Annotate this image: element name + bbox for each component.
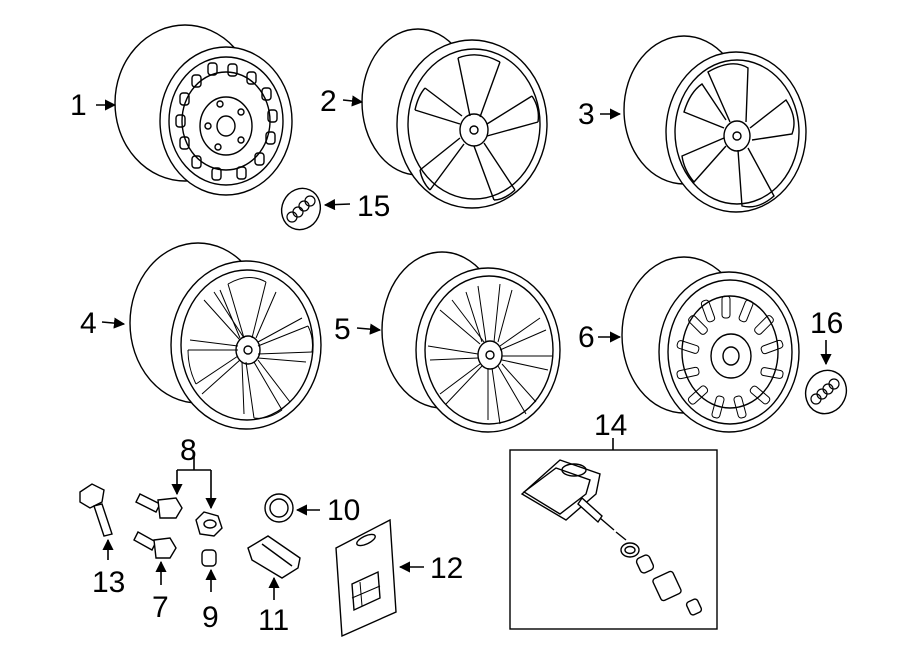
alloy-wheel-twin-spoke[interactable] xyxy=(129,242,322,430)
locking-wheel-bolt[interactable] xyxy=(195,511,223,537)
callout-13: 13 xyxy=(92,566,125,599)
wheel-bolt-short[interactable] xyxy=(133,531,177,559)
callout-15: 15 xyxy=(357,190,390,223)
valve-cap[interactable] xyxy=(201,549,217,567)
callout-1: 1 xyxy=(70,89,87,122)
alloy-wheel-multi-spoke[interactable] xyxy=(381,251,561,433)
callout-9: 9 xyxy=(202,601,219,634)
alloy-wheel-5-spoke-wide[interactable] xyxy=(623,35,807,213)
callout-3: 3 xyxy=(578,98,595,131)
alloy-wheel-14-spoke[interactable] xyxy=(621,256,800,433)
steel-wheel[interactable] xyxy=(114,24,293,196)
wheel-bolt[interactable] xyxy=(135,493,183,519)
callout-5: 5 xyxy=(334,313,351,346)
callout-11: 11 xyxy=(258,604,289,637)
callout-16: 16 xyxy=(810,307,843,340)
callout-14: 14 xyxy=(594,409,627,442)
callout-7: 7 xyxy=(152,591,169,624)
tpms-valve-parts[interactable] xyxy=(615,531,703,616)
callout-10: 10 xyxy=(327,494,360,527)
callout-2: 2 xyxy=(320,85,337,118)
center-cap-emblem-alt[interactable] xyxy=(799,364,854,421)
center-cap-emblem[interactable] xyxy=(275,182,327,236)
instruction-packet[interactable] xyxy=(335,518,397,638)
tpms-sensor[interactable] xyxy=(520,459,615,531)
alloy-wheel-5-spoke[interactable] xyxy=(361,28,548,209)
long-wheel-bolt[interactable] xyxy=(79,483,113,537)
bolt-cap[interactable] xyxy=(264,493,294,523)
callout-4: 4 xyxy=(80,307,97,340)
removal-tool[interactable] xyxy=(247,535,301,579)
callout-12: 12 xyxy=(430,552,463,585)
callout-6: 6 xyxy=(578,321,595,354)
callout-8: 8 xyxy=(180,434,197,467)
